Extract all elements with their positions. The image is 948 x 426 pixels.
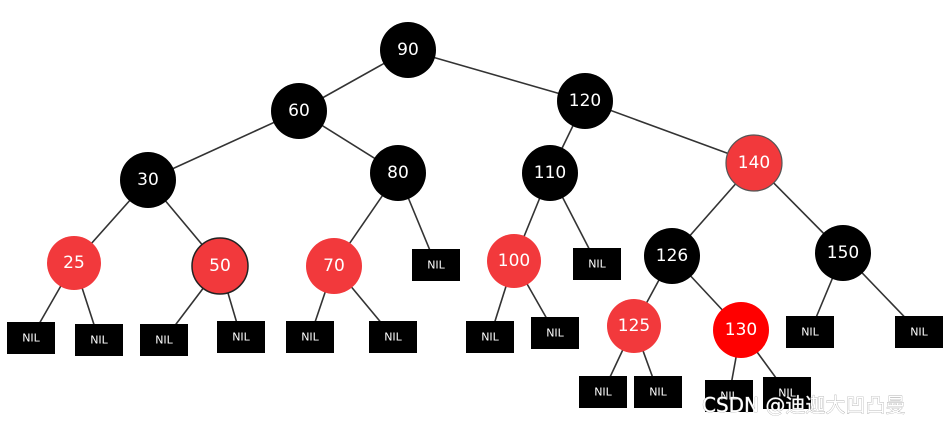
tree-node-50: 50 bbox=[191, 237, 249, 295]
red-node-circle bbox=[607, 299, 661, 353]
nil-box bbox=[579, 376, 627, 408]
black-node-circle bbox=[380, 22, 436, 78]
tree-node-120: 120 bbox=[557, 73, 613, 129]
node-value: 130 bbox=[725, 320, 757, 340]
nil-label: NIL bbox=[910, 326, 928, 339]
nil-label: NIL bbox=[778, 387, 796, 400]
red-node-circle bbox=[191, 237, 249, 295]
red-node-circle bbox=[487, 234, 541, 288]
nil-label: NIL bbox=[594, 386, 612, 399]
tree-nodes: 90 60 120 30 80 110 140 25 50 70 100 126 150 125 130 bbox=[47, 22, 871, 358]
node-value: 60 bbox=[288, 101, 310, 121]
nil-box bbox=[412, 249, 460, 281]
node-value: 90 bbox=[397, 40, 419, 60]
black-node-circle bbox=[120, 152, 176, 208]
nil-leaf: NIL bbox=[895, 316, 943, 348]
nil-leaves: NIL NIL NIL NIL NIL NIL NIL NIL NIL NIL NIL NIL NIL N… bbox=[7, 248, 943, 412]
nil-leaf: NIL bbox=[412, 249, 460, 281]
nil-box bbox=[217, 321, 265, 353]
nil-leaf: NIL bbox=[573, 248, 621, 280]
nil-box bbox=[369, 321, 417, 353]
nil-label: NIL bbox=[801, 326, 819, 339]
nil-leaf: NIL bbox=[705, 380, 753, 412]
nil-box bbox=[75, 324, 123, 356]
tree-node-150: 150 bbox=[815, 225, 871, 281]
nil-box bbox=[140, 324, 188, 356]
nil-box bbox=[7, 322, 55, 354]
black-node-circle bbox=[644, 228, 700, 284]
node-value: 126 bbox=[656, 246, 688, 266]
nil-label: NIL bbox=[301, 331, 319, 344]
nil-label: NIL bbox=[649, 386, 667, 399]
nil-box bbox=[466, 321, 514, 353]
nil-leaf: NIL bbox=[75, 324, 123, 356]
node-value: 50 bbox=[209, 256, 231, 276]
black-node-circle bbox=[815, 225, 871, 281]
nil-leaf: NIL bbox=[286, 321, 334, 353]
node-value: 25 bbox=[63, 253, 85, 273]
tree-node-130: 130 bbox=[713, 302, 769, 358]
edge-120-140 bbox=[584, 100, 755, 164]
nil-leaf: NIL bbox=[7, 322, 55, 354]
nil-box bbox=[531, 317, 579, 349]
red-node-circle bbox=[713, 302, 769, 358]
node-value: 30 bbox=[137, 170, 159, 190]
nil-leaf: NIL bbox=[634, 376, 682, 408]
tree-node-60: 60 bbox=[271, 83, 327, 139]
nil-leaf: NIL bbox=[763, 377, 811, 409]
tree-node-126: 126 bbox=[644, 228, 700, 284]
nil-box bbox=[573, 248, 621, 280]
nil-leaf: NIL bbox=[786, 316, 834, 348]
black-node-circle bbox=[271, 83, 327, 139]
nil-box bbox=[705, 380, 753, 412]
black-node-circle bbox=[522, 145, 578, 201]
tree-node-100: 100 bbox=[487, 234, 541, 288]
nil-label: NIL bbox=[90, 334, 108, 347]
nil-label: NIL bbox=[481, 331, 499, 344]
nil-label: NIL bbox=[720, 390, 738, 403]
tree-node-70: 70 bbox=[306, 238, 362, 294]
black-node-circle bbox=[370, 145, 426, 201]
node-value: 120 bbox=[569, 91, 601, 111]
node-value: 150 bbox=[827, 243, 859, 263]
nil-label: NIL bbox=[546, 327, 564, 340]
tree-node-90: 90 bbox=[380, 22, 436, 78]
nil-label: NIL bbox=[155, 334, 173, 347]
nil-box bbox=[634, 376, 682, 408]
watermark: CSDN @迪迦大凹凸曼 bbox=[702, 393, 905, 417]
node-value: 70 bbox=[323, 256, 345, 276]
red-node-circle bbox=[47, 236, 101, 290]
nil-box bbox=[286, 321, 334, 353]
nil-leaf: NIL bbox=[140, 324, 188, 356]
black-node-circle bbox=[557, 73, 613, 129]
nil-label: NIL bbox=[22, 332, 40, 345]
tree-node-140: 140 bbox=[725, 134, 783, 192]
node-value: 125 bbox=[618, 316, 650, 336]
nil-label: NIL bbox=[588, 258, 606, 271]
node-value: 80 bbox=[387, 163, 409, 183]
edge-90-120 bbox=[407, 49, 586, 102]
nil-label: NIL bbox=[232, 331, 250, 344]
nil-leaf: NIL bbox=[579, 376, 627, 408]
nil-box bbox=[786, 316, 834, 348]
red-node-circle bbox=[725, 134, 783, 192]
tree-node-125: 125 bbox=[607, 299, 661, 353]
nil-leaf: NIL bbox=[217, 321, 265, 353]
node-value: 140 bbox=[738, 153, 770, 173]
node-value: 100 bbox=[498, 251, 530, 271]
tree-node-110: 110 bbox=[522, 145, 578, 201]
nil-leaf: NIL bbox=[466, 321, 514, 353]
tree-node-80: 80 bbox=[370, 145, 426, 201]
tree-node-30: 30 bbox=[120, 152, 176, 208]
nil-box bbox=[895, 316, 943, 348]
nil-box bbox=[763, 377, 811, 409]
nil-leaf: NIL bbox=[531, 317, 579, 349]
nil-label: NIL bbox=[384, 331, 402, 344]
node-value: 110 bbox=[534, 163, 566, 183]
red-node-circle bbox=[306, 238, 362, 294]
nil-leaf: NIL bbox=[369, 321, 417, 353]
tree-node-25: 25 bbox=[47, 236, 101, 290]
nil-label: NIL bbox=[427, 259, 445, 272]
